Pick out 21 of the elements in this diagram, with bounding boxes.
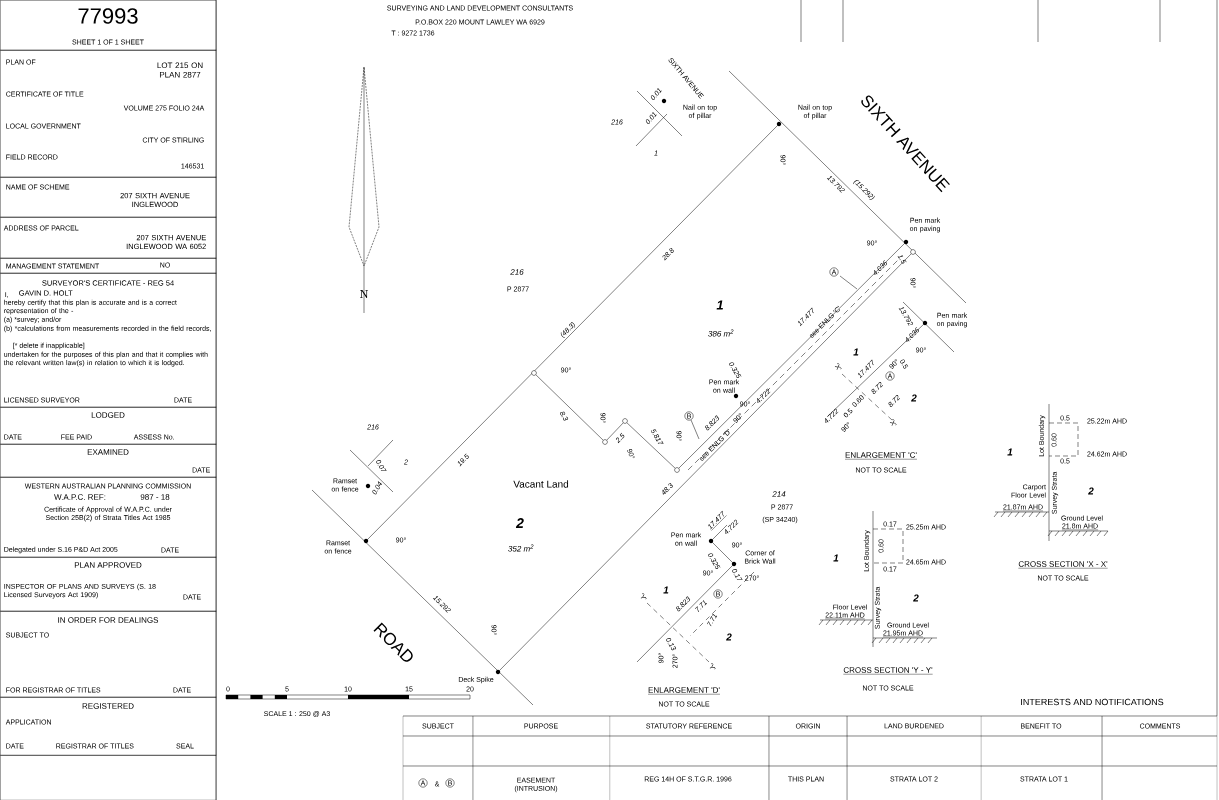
- section-title: CROSS SECTION 'X - X': [1018, 561, 1108, 569]
- lot-number: 1: [716, 300, 723, 310]
- land-use-label: Vacant Land: [513, 480, 569, 488]
- lot-number: 2: [1088, 487, 1094, 495]
- lot-number: 2: [515, 518, 524, 528]
- section-title: ENLARGEMENT 'D': [647, 687, 721, 695]
- lot-number: 2: [726, 633, 732, 641]
- lot-number: 1: [853, 348, 859, 356]
- section-title: ENLARGEMENT 'C': [844, 452, 918, 460]
- lot-number: 2: [911, 394, 917, 402]
- area-label: 386 m$^{2}$: [708, 329, 734, 337]
- lot-number: 216: [510, 269, 524, 275]
- lot-number: 1: [663, 586, 669, 594]
- lot-number: 214: [772, 491, 786, 497]
- section-title: CROSS SECTION 'Y - Y': [843, 667, 933, 675]
- lot-number: 1: [1007, 448, 1013, 456]
- lot-number: 2: [913, 594, 919, 602]
- area-label: 352 m$^{2}$: [508, 544, 534, 552]
- lot-number: 1: [833, 554, 839, 562]
- table-title: INTERESTS AND NOTIFICATIONS: [1021, 698, 1164, 706]
- north-label: N: [360, 290, 369, 298]
